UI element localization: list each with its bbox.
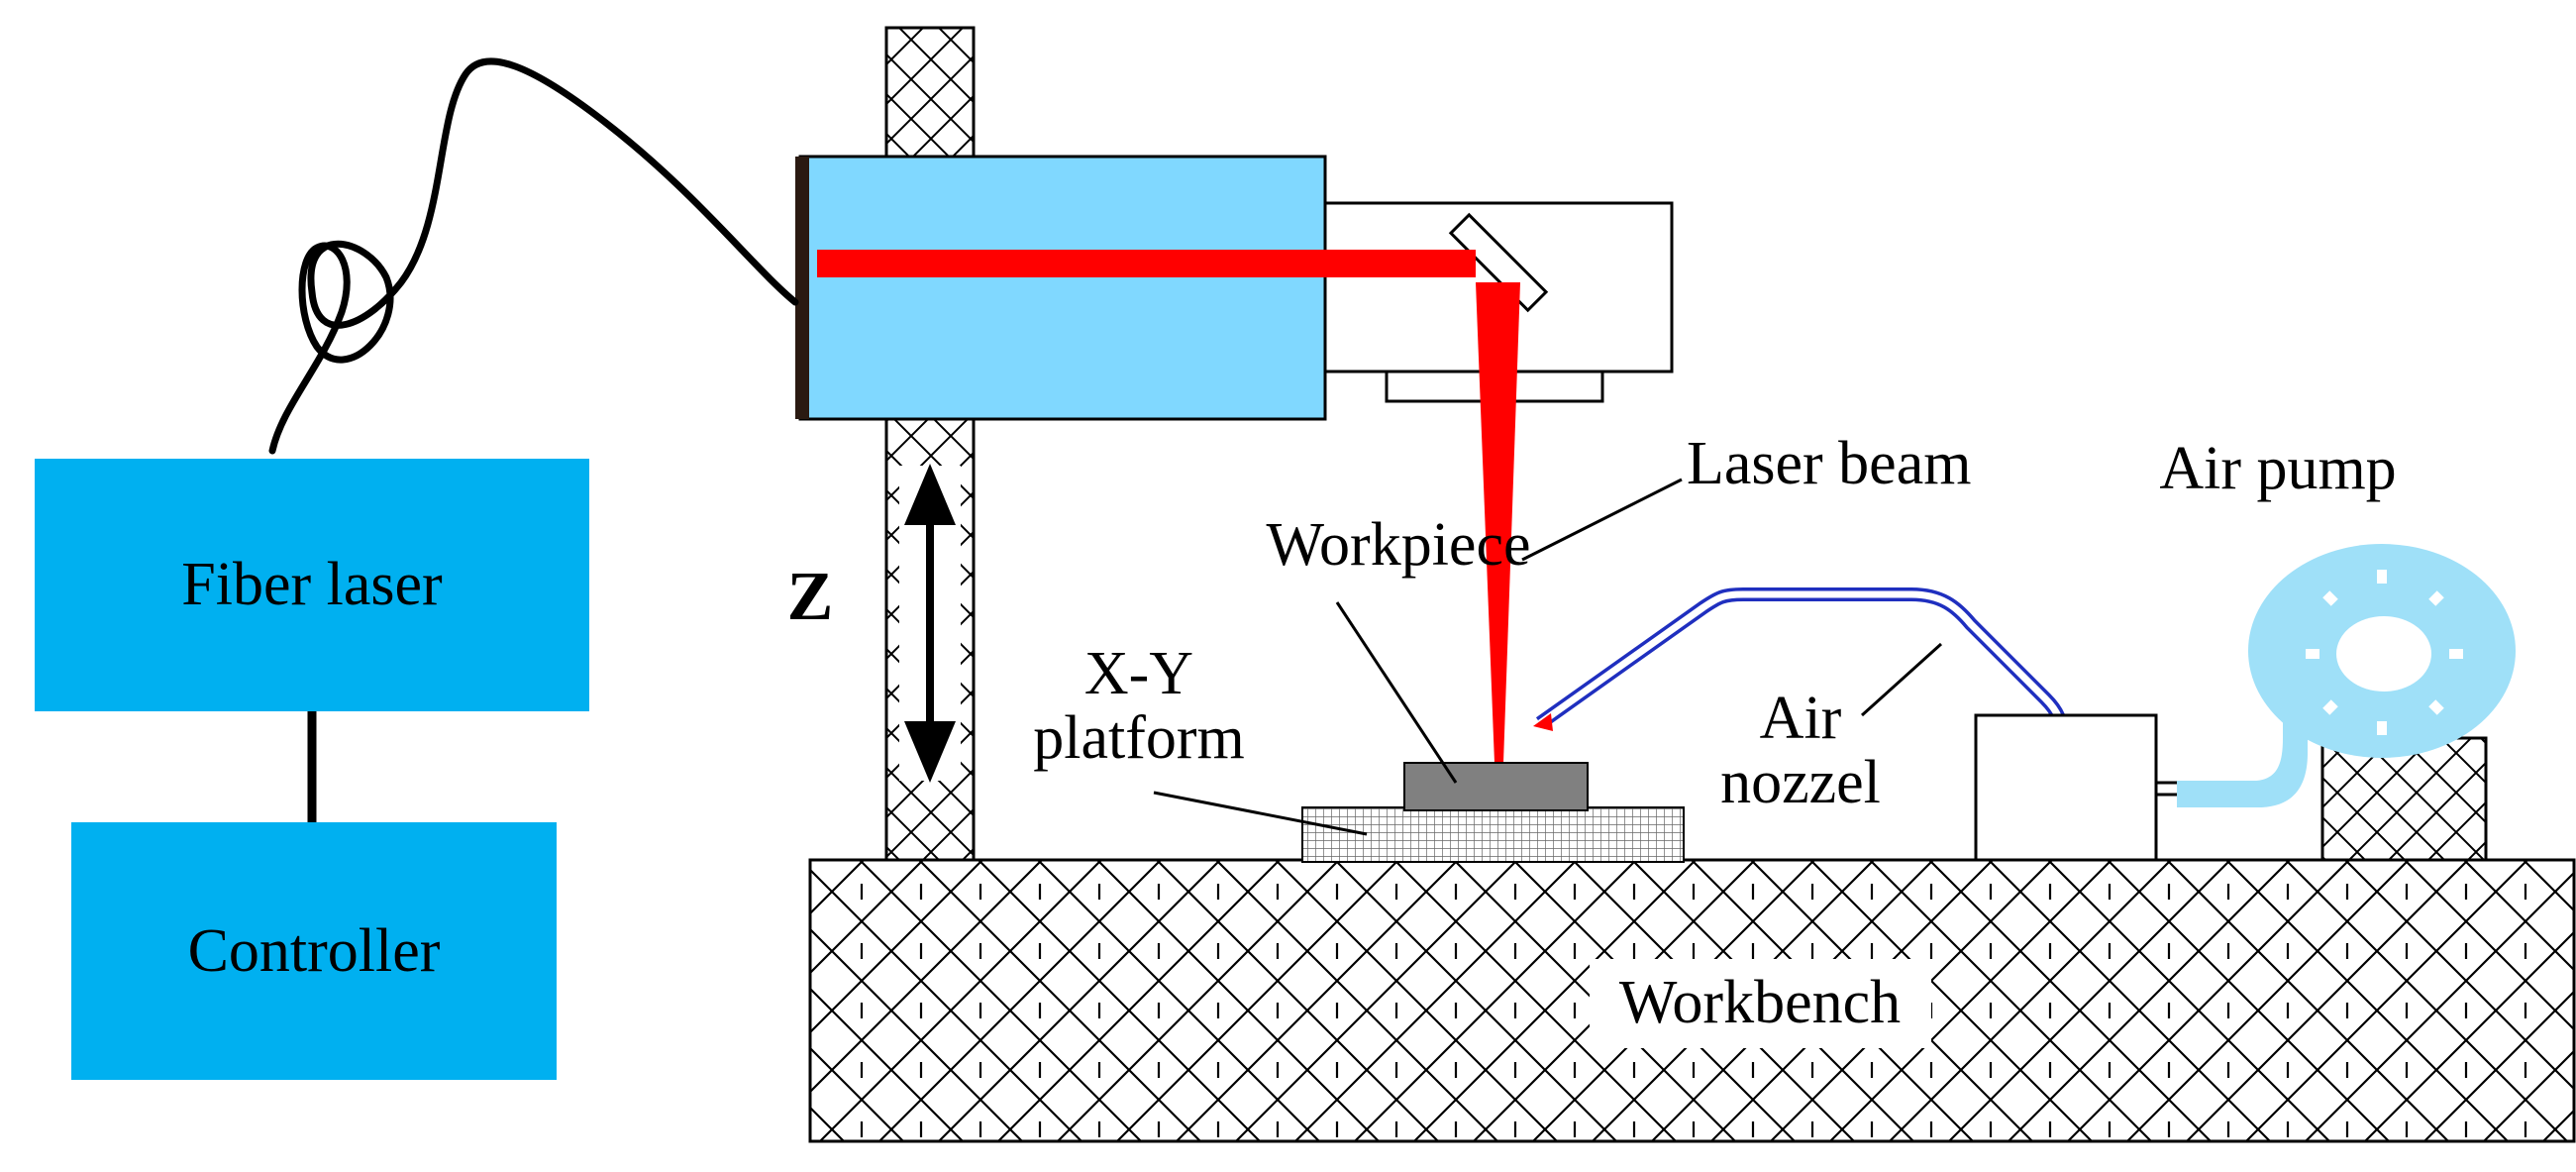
laser-beam-horizontal [817, 250, 1476, 277]
air-nozzle-label-line2: nozzel [1720, 749, 1881, 816]
xy-platform-leader [1153, 791, 1368, 836]
xy-platform-label-line1: X-Y [1084, 640, 1193, 707]
workpiece-leader [1335, 601, 1458, 784]
z-axis-label: Z [787, 559, 834, 635]
xy-platform [1301, 806, 1685, 863]
controller-label: Controller [188, 917, 441, 985]
fiber-laser-box [35, 459, 589, 711]
air-pump-label: Air pump [2159, 435, 2396, 502]
air-pump-icon [2177, 544, 2516, 807]
laser-beam-label: Laser beam [1687, 430, 1971, 497]
workbench-label: Workbench [1619, 969, 1901, 1036]
air-nozzle-label-line1: Air [1760, 685, 1842, 752]
fiber-laser-label: Fiber laser [181, 551, 443, 618]
workbench-label-bg [1590, 959, 1931, 1048]
mirror-icon [1448, 212, 1549, 313]
workpiece [1403, 762, 1589, 811]
xy-platform-label-line2: platform [1033, 704, 1245, 772]
valve-box [1974, 713, 2158, 862]
workpiece-label: Workpiece [1267, 511, 1531, 579]
laser-head [798, 155, 1327, 421]
z-axis-arrow-icon [899, 464, 961, 783]
controller-box [71, 822, 557, 1080]
air-nozzle-tip [1533, 713, 1553, 731]
air-nozzle-leader [1860, 642, 1943, 717]
fiber-cable [268, 57, 799, 455]
laser-beam-vertical [1476, 282, 1520, 763]
laser-beam-leader [1521, 478, 1683, 562]
laser-head-end-cap [795, 157, 809, 419]
